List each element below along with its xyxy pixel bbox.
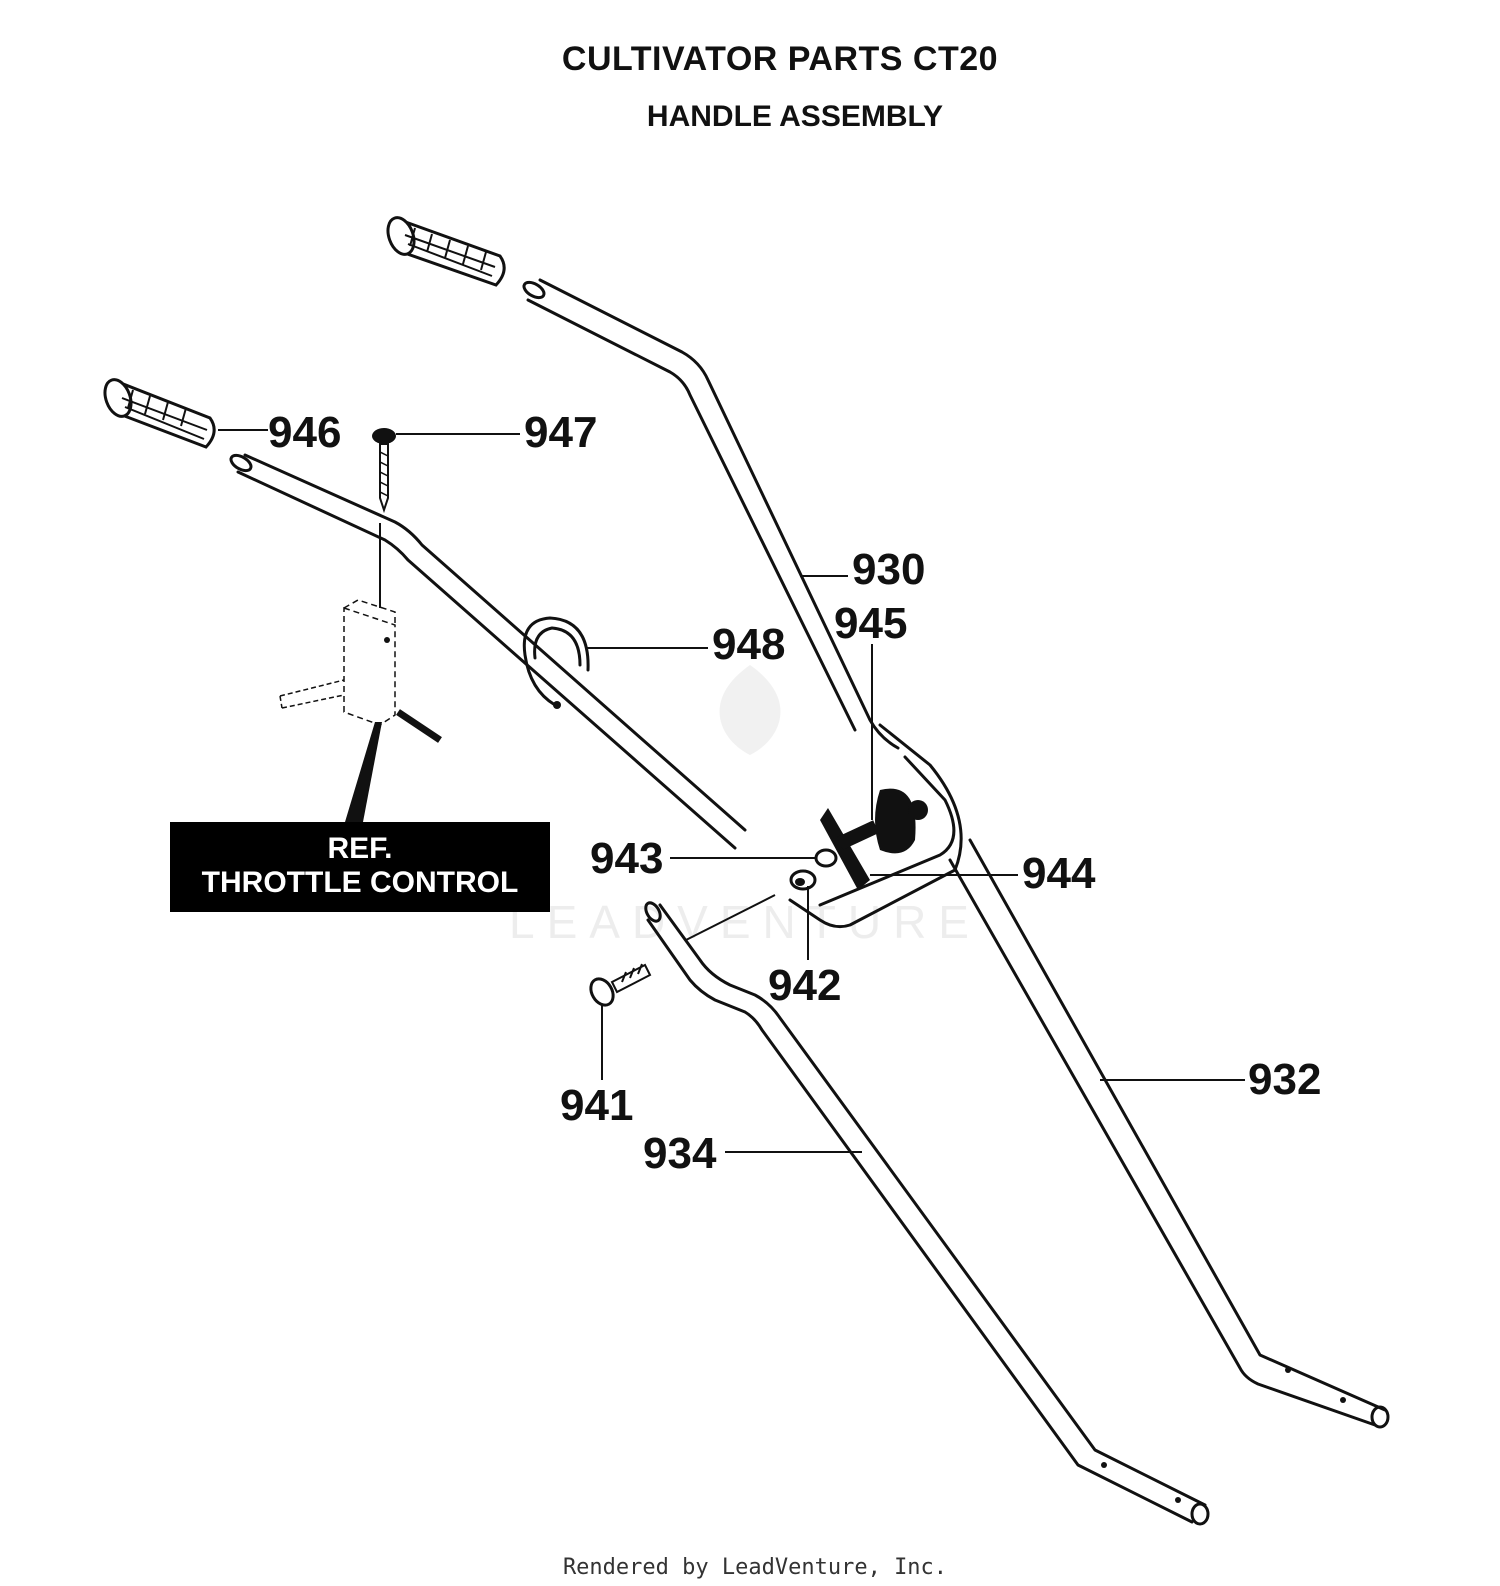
throttle-control-reference-label: REF. THROTTLE CONTROL (170, 822, 550, 912)
part-number-947: 947 (524, 408, 597, 457)
part-number-934: 934 (643, 1129, 717, 1178)
handle-tube-932[interactable] (948, 838, 1390, 1429)
part-number-930: 930 (852, 545, 925, 594)
watermark-logo: LEADVENTURE (509, 665, 981, 948)
part-number-941: 941 (560, 1081, 633, 1130)
part-number-932: 932 (1248, 1055, 1321, 1104)
diagram-title: CULTIVATOR PARTS CT20 (561, 40, 999, 78)
grip-946-lower[interactable] (100, 376, 216, 449)
bolt-941[interactable] (586, 963, 652, 1009)
handle-bracket[interactable] (788, 723, 963, 929)
watermark-text: LEADVENTURE (509, 896, 981, 948)
part-number-945: 945 (834, 599, 907, 648)
screw-947[interactable] (372, 428, 396, 514)
grip-946-upper[interactable] (383, 214, 506, 287)
handle-tube-left-upper[interactable] (228, 452, 747, 850)
nut-942[interactable] (789, 869, 817, 891)
footer-credit: Rendered by LeadVenture, Inc. (562, 1555, 948, 1580)
part-number-942: 942 (768, 961, 841, 1010)
washer-943[interactable] (814, 848, 838, 868)
handle-tube-934[interactable] (643, 900, 1210, 1526)
reference-line-2: THROTTLE CONTROL (201, 866, 519, 899)
leader-lines (218, 429, 1245, 1153)
throttle-control-ref (279, 523, 442, 822)
cable-clip-948[interactable] (522, 616, 590, 709)
diagram-subtitle: HANDLE ASSEMBLY (646, 100, 944, 133)
knob-944[interactable] (820, 788, 928, 890)
part-number-946: 946 (268, 408, 341, 457)
part-number-944: 944 (1022, 849, 1096, 898)
reference-line-1: REF. (327, 832, 393, 865)
part-number-943: 943 (590, 834, 663, 883)
part-number-948: 948 (712, 620, 785, 669)
handle-tube-930[interactable] (521, 278, 900, 750)
